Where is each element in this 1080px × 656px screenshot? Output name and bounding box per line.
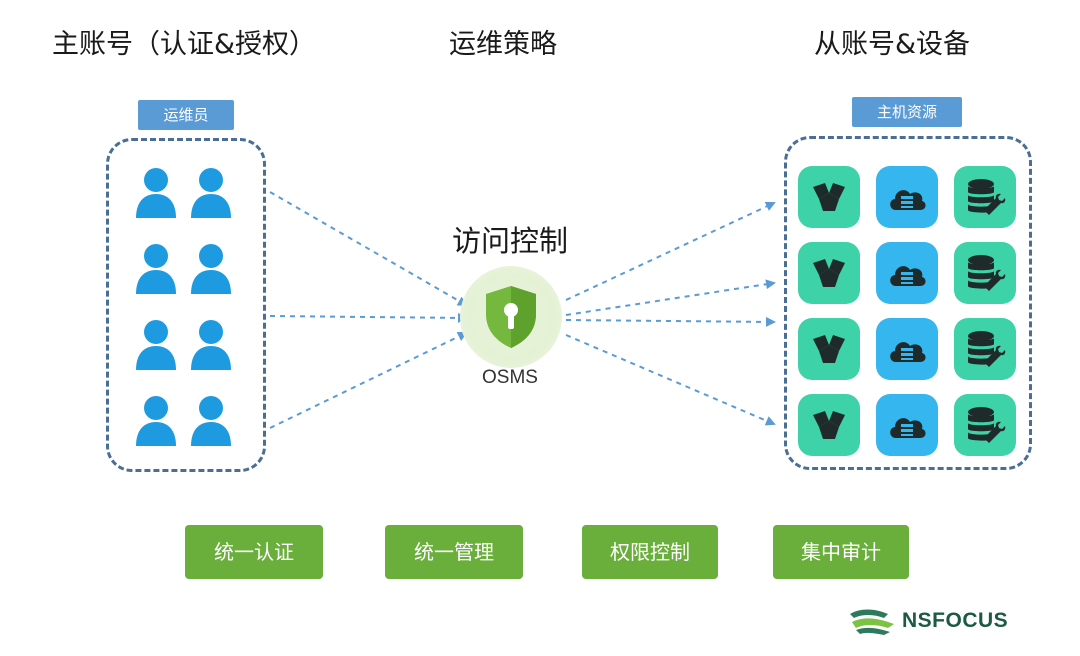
osms-label: OSMS: [482, 367, 538, 388]
cloud-server-icon: [886, 256, 928, 290]
host-resource-tile: [798, 242, 860, 304]
person-icon: [134, 166, 178, 220]
arrow-out-3: [565, 316, 776, 327]
nsfocus-logo-text: NSFOCUS: [902, 609, 1009, 632]
person-icon: [134, 242, 178, 296]
person-icon: [189, 242, 233, 296]
cluster-icon: [809, 177, 849, 217]
feature-central-audit: 集中审计: [773, 525, 909, 579]
cloud-server-icon: [886, 180, 928, 214]
database-wrench-icon: [963, 175, 1007, 219]
host-resource-tile: [798, 318, 860, 380]
arrow-in-bottom: [269, 331, 468, 429]
host-resource-tile: [954, 166, 1016, 228]
host-resource-tile: [798, 394, 860, 456]
host-resources-group-box: [784, 136, 1032, 470]
host-resource-tile: [798, 166, 860, 228]
access-control-title: 访问控制: [451, 224, 568, 258]
arrow-out-2: [565, 279, 776, 316]
heading-primary-account: 主账号（认证&授权）: [52, 29, 317, 60]
host-resource-tile: [876, 166, 938, 228]
osms-node: [460, 266, 562, 368]
arrow-out-4: [565, 334, 776, 426]
person-icon: [134, 318, 178, 372]
heading-secondary-account: 从账号&设备: [814, 29, 971, 60]
host-resources-tag: 主机资源: [852, 97, 962, 127]
host-resource-tile: [876, 394, 938, 456]
feature-unified-management: 统一管理: [385, 525, 523, 579]
cluster-icon: [809, 405, 849, 445]
operators-tag: 运维员: [138, 100, 234, 130]
arrow-in-middle: [269, 312, 468, 323]
host-resource-tile: [954, 318, 1016, 380]
database-wrench-icon: [963, 327, 1007, 371]
host-resource-tile: [876, 318, 938, 380]
arrow-out-1: [565, 201, 776, 301]
cluster-icon: [809, 329, 849, 369]
operators-group-box: [106, 138, 266, 472]
cloud-server-icon: [886, 332, 928, 366]
database-wrench-icon: [963, 403, 1007, 447]
host-resource-tile: [876, 242, 938, 304]
host-resource-tile: [954, 242, 1016, 304]
person-icon: [189, 166, 233, 220]
feature-permission-control: 权限控制: [582, 525, 718, 579]
nsfocus-emblem-icon: [850, 609, 894, 635]
person-icon: [189, 394, 233, 448]
arrow-in-top: [269, 191, 468, 306]
database-wrench-icon: [963, 251, 1007, 295]
shield-lock-icon: [486, 286, 536, 348]
cloud-server-icon: [886, 408, 928, 442]
cluster-icon: [809, 253, 849, 293]
feature-unified-auth: 统一认证: [185, 525, 323, 579]
person-icon: [134, 394, 178, 448]
nsfocus-logo: NSFOCUS: [848, 603, 1038, 639]
heading-ops-policy: 运维策略: [449, 29, 557, 60]
person-icon: [189, 318, 233, 372]
host-resource-tile: [954, 394, 1016, 456]
